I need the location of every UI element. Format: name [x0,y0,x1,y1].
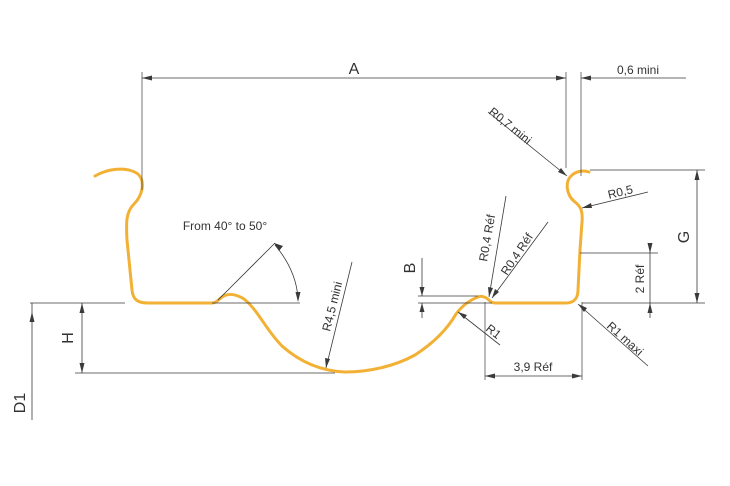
label-b: B [402,263,419,274]
arrow-g-bottom [694,293,700,303]
arrow-r07 [558,168,567,176]
arrow-2ref-bottom [647,303,653,313]
label-r04-ref-a: R0,4 Réf [476,213,498,263]
leader-r07 [487,111,568,177]
arrow-a-left [142,75,152,81]
label-h: H [60,332,77,344]
label-a: A [349,61,360,78]
leader-r04-b [491,221,549,299]
label-r05: R0,5 [606,182,634,202]
arrow-angle-bottom [295,292,301,302]
arrow-d1-top [29,312,35,322]
label-d1: D1 [12,393,29,414]
arrow-g-top [694,170,700,180]
label-g: G [676,231,693,243]
leader-r45 [325,261,353,369]
arrow-r45 [325,358,330,368]
arrow-min [581,75,591,81]
label-r04-ref-b: R0,4 Réf [498,230,536,278]
arrow-a-right [556,75,566,81]
angle-leg [217,242,276,301]
label-39-ref: 3,9 Réf [514,360,553,374]
arrow-r04-a [488,287,493,297]
arrow-39-left [485,373,495,379]
arrow-r1-maxi [578,304,587,312]
leader-r1-maxi [577,303,649,367]
leader-r04-a [488,195,507,298]
arrow-h-bottom [79,363,85,373]
arrow-b-bottom [419,303,425,312]
arrow-r04-b [492,289,499,298]
arrow-b-top [419,287,425,296]
arrow-2ref-top [647,243,653,253]
label-2-ref: 2 Réf [633,264,647,293]
arrow-angle-top [274,243,283,251]
arrow-r1 [458,312,467,319]
label-r07-mini: R0,7 mini [486,104,534,147]
label-r1-maxi: R1 maxi [604,319,646,359]
gutter-profile [93,167,591,374]
label-r1: R1 [483,321,504,342]
angle-arc [274,244,299,299]
leader-r05 [581,191,649,209]
label-06-mini: 0,6 mini [617,63,659,77]
label-angle: From 40° to 50° [183,219,268,233]
arrow-h-top [79,303,85,313]
arrow-r05 [582,203,592,208]
arrow-39-right [572,373,582,379]
